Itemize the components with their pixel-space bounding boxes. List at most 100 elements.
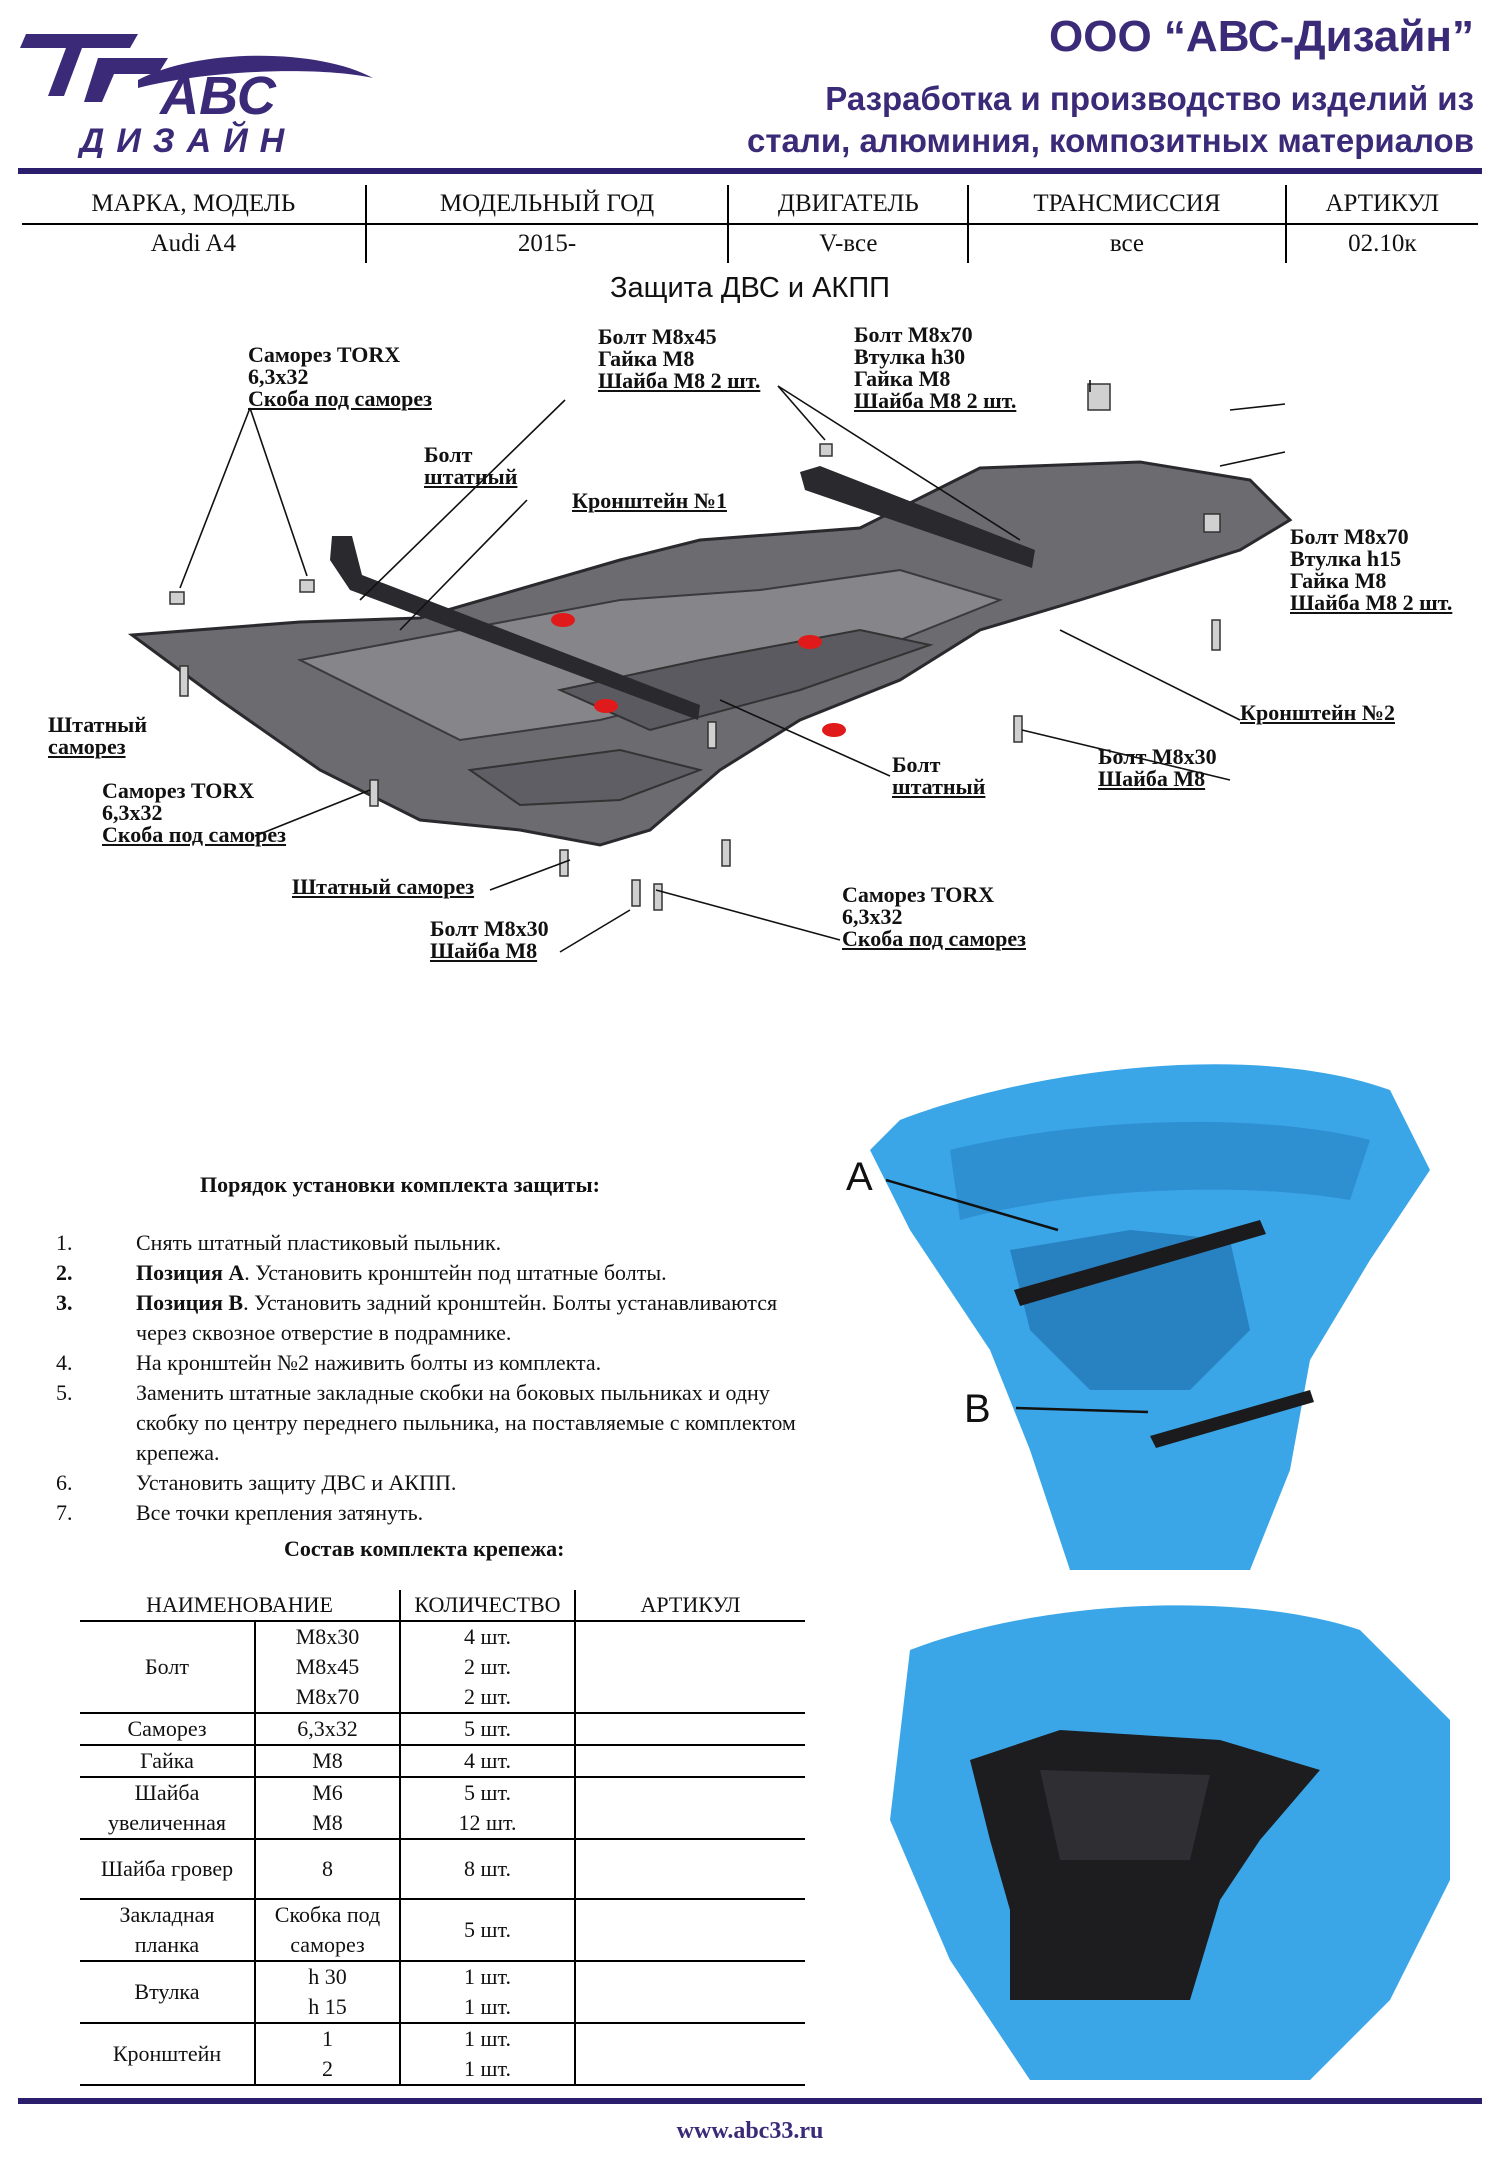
header-divider bbox=[18, 168, 1482, 174]
label-bracket-2: Кронштейн №2 bbox=[1240, 702, 1395, 724]
label-line: штатный bbox=[424, 464, 518, 489]
bracket-2 bbox=[800, 466, 1035, 568]
company-logo: АВС ДИЗАЙН bbox=[18, 18, 378, 160]
step-text: . Установить задний кронштейн. Болты уст… bbox=[136, 1290, 778, 1345]
kit-size: 8 bbox=[254, 1839, 400, 1900]
spec-header: ДВИГАТЕЛЬ bbox=[727, 185, 969, 225]
label-bolt-m8x70-h15: Болт М8х70 Втулка h15 Гайка М8 Шайба М8 … bbox=[1290, 526, 1452, 614]
step-text: На кронштейн №2 наживить болты из компле… bbox=[136, 1350, 602, 1375]
install-step: 3. Позиция В. Установить задний кронштей… bbox=[56, 1288, 806, 1348]
label-line: Штатный bbox=[48, 712, 147, 737]
kit-qty: 1 шт. bbox=[464, 2026, 511, 2051]
spec-header: АРТИКУЛ bbox=[1284, 185, 1478, 225]
kit-qty: 1 шт. bbox=[464, 2056, 511, 2081]
install-step: 5. Заменить штатные закладные скобки на … bbox=[56, 1378, 806, 1468]
kit-qty: 4 шт. bbox=[464, 1624, 511, 1649]
label-line: Болт М8х30 bbox=[430, 916, 549, 941]
label-line: Шайба М8 bbox=[430, 938, 538, 963]
fastener-kit-table: НАИМЕНОВАНИЕ КОЛИЧЕСТВО АРТИКУЛ Болт М8х… bbox=[80, 1590, 805, 2086]
spec-value: V-все bbox=[727, 224, 969, 263]
label-torx-screw-top: Саморез TORX 6,3х32 Скоба под саморез bbox=[248, 344, 432, 410]
label-line: Гайка М8 bbox=[1290, 568, 1387, 593]
kit-qty: 2 шт. bbox=[464, 1684, 511, 1709]
kit-qty: 4 шт. bbox=[399, 1745, 575, 1778]
kit-qty: 12 шт. bbox=[458, 1810, 517, 1835]
tagline-line-1: Разработка и производство изделий из bbox=[825, 80, 1474, 117]
step-text: Все точки крепления затянуть. bbox=[136, 1500, 424, 1525]
label-line: штатный bbox=[892, 774, 986, 799]
step-number: 7. bbox=[56, 1500, 73, 1525]
kit-item-name: Закладная планка bbox=[80, 1899, 255, 1962]
footer-website-link[interactable]: www.abc33.ru bbox=[676, 2118, 824, 2144]
label-torx-screw-bottom: Саморез TORX 6,3х32 Скоба под саморез bbox=[842, 884, 1026, 950]
install-step: 2. Позиция А. Установить кронштейн под ш… bbox=[56, 1258, 806, 1288]
label-line: Шайба М8 2 шт. bbox=[598, 368, 761, 393]
step-number: 4. bbox=[56, 1350, 73, 1375]
spec-value: Audi A4 bbox=[150, 230, 237, 257]
kit-item-name: Гайка bbox=[80, 1745, 255, 1778]
kit-row: Гайка М8 4 шт. bbox=[80, 1745, 805, 1778]
label-bolt-m8x70-h30: Болт М8х70 Втулка h30 Гайка М8 Шайба М8 … bbox=[854, 324, 1016, 412]
label-line: Втулка h15 bbox=[1290, 546, 1402, 571]
kit-item-name: Втулка bbox=[80, 1961, 255, 2024]
kit-item-name: Болт bbox=[80, 1621, 255, 1714]
exploded-diagram bbox=[127, 380, 1293, 953]
kit-size: 6,3х32 bbox=[254, 1713, 400, 1746]
label-line: Болт М8х70 bbox=[1290, 524, 1409, 549]
label-stock-screw-left: Штатный саморез bbox=[48, 714, 147, 758]
label-line: Скоба под саморез bbox=[842, 926, 1027, 951]
label-line: Шайба М8 2 шт. bbox=[1290, 590, 1453, 615]
kit-item-name: Шайба увеличенная bbox=[80, 1777, 255, 1840]
photo-label-b: B bbox=[964, 1387, 991, 1431]
label-line: Скоба под саморез bbox=[102, 822, 287, 847]
step-number: 5. bbox=[56, 1380, 73, 1405]
step-position: Позиция А bbox=[136, 1260, 245, 1285]
spec-header: ТРАНСМИССИЯ bbox=[967, 185, 1286, 225]
kit-row: Закладная планка Скобка под саморез 5 шт… bbox=[80, 1899, 805, 1962]
bracket-1 bbox=[330, 536, 700, 720]
logo-top-text: АВС bbox=[158, 66, 277, 126]
label-line: 6,3х32 bbox=[248, 364, 309, 389]
spec-value: 2015- bbox=[364, 224, 729, 263]
kit-qty: 2 шт. bbox=[464, 1654, 511, 1679]
kit-size: М8х70 bbox=[295, 1684, 360, 1709]
spec-header: МОДЕЛЬНЫЙ ГОД bbox=[364, 185, 729, 225]
kit-size: 2 bbox=[322, 2056, 333, 2081]
label-line: Саморез TORX bbox=[248, 342, 401, 367]
label-line: 6,3х32 bbox=[842, 904, 903, 929]
label-line: Болт М8х45 bbox=[598, 324, 717, 349]
kit-size: М8 bbox=[312, 1810, 343, 1835]
kit-size: М6 bbox=[312, 1780, 343, 1805]
label-line: Болт М8х30 bbox=[1098, 744, 1217, 769]
kit-item-name: Саморез bbox=[80, 1713, 255, 1746]
step-position: Позиция В bbox=[136, 1290, 244, 1315]
label-line: Штатный саморез bbox=[292, 874, 475, 899]
kit-header: КОЛИЧЕСТВО bbox=[399, 1590, 575, 1622]
label-torx-screw-left: Саморез TORX 6,3х32 Скоба под саморез bbox=[102, 780, 286, 846]
bracket-b-shape bbox=[1150, 1390, 1314, 1448]
label-line: Кронштейн №1 bbox=[572, 488, 727, 513]
install-step: 4. На кронштейн №2 наживить болты из ком… bbox=[56, 1348, 806, 1378]
spec-value: 02.10к bbox=[1284, 224, 1478, 263]
kit-row: Шайба гровер 8 8 шт. bbox=[80, 1839, 805, 1900]
label-stock-bolt-center: Болт штатный bbox=[892, 754, 985, 798]
install-step: 6. Установить защиту ДВС и АКПП. bbox=[56, 1468, 806, 1498]
label-line: Шайба М8 2 шт. bbox=[854, 388, 1017, 413]
kit-qty: 1 шт. bbox=[464, 1994, 511, 2019]
step-number: 6. bbox=[56, 1470, 73, 1495]
step-text: Заменить штатные закладные скобки на бок… bbox=[136, 1380, 796, 1465]
install-steps: 1. Снять штатный пластиковый пыльник. 2.… bbox=[56, 1228, 806, 1528]
photo-brackets-installed: A B bbox=[846, 1064, 1430, 1570]
label-line: Саморез TORX bbox=[842, 882, 995, 907]
label-line: Гайка М8 bbox=[598, 346, 695, 371]
step-text: Снять штатный пластиковый пыльник. bbox=[136, 1230, 502, 1255]
label-stock-screw-bottom: Штатный саморез bbox=[292, 876, 474, 898]
kit-size: М8х45 bbox=[295, 1654, 360, 1679]
kit-qty: 1 шт. bbox=[464, 1964, 511, 1989]
kit-size: 1 bbox=[322, 2026, 333, 2051]
kit-size: Скобка под саморез bbox=[254, 1899, 400, 1962]
spec-header: МАРКА, МОДЕЛЬ bbox=[22, 185, 366, 225]
